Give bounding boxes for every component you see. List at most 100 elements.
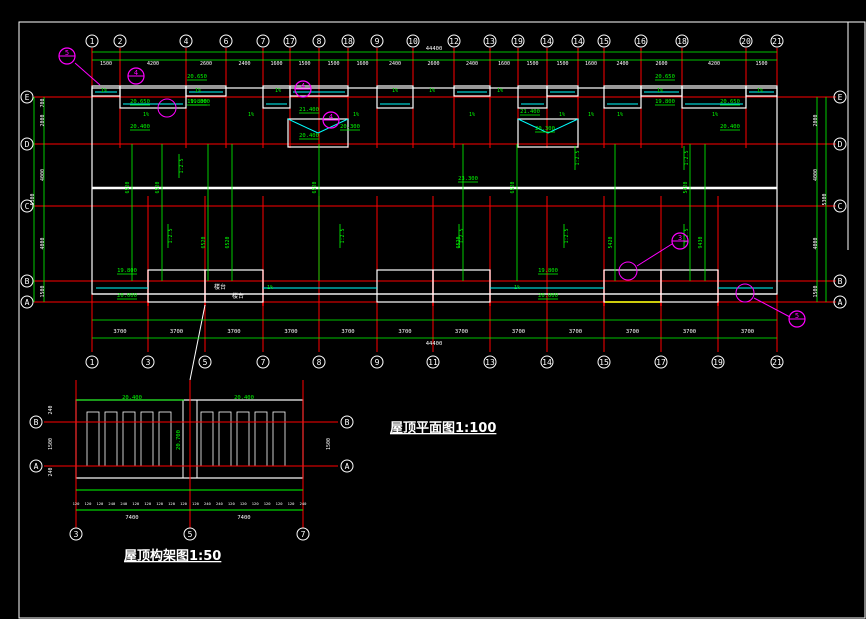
elevation-text: 20.300	[535, 126, 555, 132]
top-dim-text: 1500	[556, 61, 568, 67]
frame-small-dim: 120	[180, 501, 188, 506]
frame-slat	[200, 411, 214, 467]
detail-marker-label: 4	[329, 113, 333, 121]
top-dim-text: 2600	[655, 61, 667, 67]
detail-marker: 4	[294, 80, 312, 98]
drawing-frame	[18, 21, 866, 619]
frame-slat	[218, 411, 232, 467]
axis-bubble-label: 5	[203, 358, 208, 367]
frame-small-dim: 120	[168, 501, 176, 506]
axis-bubble-circle	[312, 355, 326, 369]
detail-marker: 5	[58, 47, 76, 65]
axis-bubble-label: B	[345, 418, 350, 427]
frame-axis-bubble-right: A	[340, 459, 354, 473]
axis-bubble-bottom: 3	[141, 355, 155, 369]
right-dim-text: 5300	[822, 193, 828, 205]
axis-bubble-label: 21	[772, 37, 782, 46]
axis-bubble-left: B	[20, 274, 34, 288]
dimension-lines	[33, 51, 827, 339]
axis-bubble-label: 3	[74, 530, 79, 539]
axis-bubble-top: 18	[341, 34, 355, 48]
axis-bubble-left: D	[20, 137, 34, 151]
frame-plan-title: 屋顶构架图1:50	[124, 548, 221, 564]
axis-bubble-circle	[571, 34, 585, 48]
axis-bubble-circle	[833, 137, 847, 151]
axis-bubble-top: 13	[483, 34, 497, 48]
leader-circle	[618, 261, 638, 281]
frame-elevation-text: 20.400	[122, 395, 142, 401]
axis-bubble-bottom: 5	[198, 355, 212, 369]
axis-bubble-label: 7	[261, 358, 266, 367]
detail-marker: 4	[127, 67, 145, 85]
parapet-bay	[681, 85, 747, 109]
frame-small-dim: 240	[216, 501, 224, 506]
axis-bubble-bottom: 19	[711, 355, 725, 369]
leader-circle	[157, 98, 177, 118]
axis-bubble-label: 2	[118, 37, 123, 46]
axis-bubble-label: 1	[90, 37, 95, 46]
left-dim-text: 4000	[40, 237, 46, 249]
axis-bubble-top: 7	[256, 34, 270, 48]
slope-text: 1%	[429, 88, 435, 94]
axis-bubble-circle	[426, 355, 440, 369]
balcony	[376, 269, 434, 303]
axis-bubble-circle	[597, 34, 611, 48]
balcony	[660, 269, 719, 303]
elevation-text: 20.400	[299, 133, 319, 139]
axis-bubble-top: 15	[597, 34, 611, 48]
axis-bubble-label: 20	[741, 37, 751, 46]
frame-axis-bubble: 7	[296, 527, 310, 541]
frame-right-dim: 1500	[326, 438, 332, 450]
interior-dim-text: 6520	[312, 181, 318, 193]
axis-bubble-label: D	[838, 140, 843, 149]
axis-bubble-circle	[29, 459, 43, 473]
axis-bubble-left: E	[20, 90, 34, 104]
axis-bubble-circle	[20, 137, 34, 151]
frame-lines	[44, 380, 338, 528]
slope-text: 1%	[617, 112, 623, 118]
parapet-bay	[603, 85, 642, 109]
axis-bubble-label: A	[34, 462, 39, 471]
axis-bubble-bottom: 13	[483, 355, 497, 369]
top-dim-text: 1500	[526, 61, 538, 67]
elevation-text: 19.800	[538, 268, 558, 274]
left-dim-text: 2000	[40, 114, 46, 126]
axis-bubble-top: 20	[739, 34, 753, 48]
detail-marker-label: 5	[65, 49, 69, 57]
axis-bubble-top: 14	[571, 34, 585, 48]
axis-bubble-label: B	[838, 277, 843, 286]
axis-bubble-circle	[198, 355, 212, 369]
elevation-text: 20.650	[720, 99, 740, 105]
top-dim-text: 2600	[427, 61, 439, 67]
axis-bubble-label: D	[25, 140, 30, 149]
interior-dim-text: 6520	[510, 181, 516, 193]
axis-bubble-circle	[69, 527, 83, 541]
right-dim-text: 4000	[813, 169, 819, 181]
detail-marker-label: 4	[134, 69, 138, 77]
frame-slat	[236, 411, 250, 467]
axis-bubble-circle	[833, 199, 847, 213]
section-leader	[189, 304, 206, 381]
axis-bubble-bottom: 14	[540, 355, 554, 369]
frame-elevation-text: 20.400	[234, 395, 254, 401]
axis-bubble-right: B	[833, 274, 847, 288]
frame-axis-bubble-left: B	[29, 415, 43, 429]
frame-small-dim: 240	[108, 501, 116, 506]
balcony	[147, 269, 206, 303]
parapet-bay	[546, 85, 579, 97]
bottom-dim-text: 3700	[683, 329, 696, 335]
axis-bubble-circle	[406, 34, 420, 48]
axis-bubble-top: 9	[370, 34, 384, 48]
axis-bubble-label: B	[34, 418, 39, 427]
slope-text: 1%	[275, 88, 281, 94]
axis-bubble-bottom: 1	[85, 355, 99, 369]
elevation-text: 19.800	[655, 99, 675, 105]
frame-slat	[104, 411, 118, 467]
top-dim-text: 2400	[466, 61, 478, 67]
axis-bubble-circle	[711, 355, 725, 369]
axis-bubble-label: C	[25, 202, 30, 211]
